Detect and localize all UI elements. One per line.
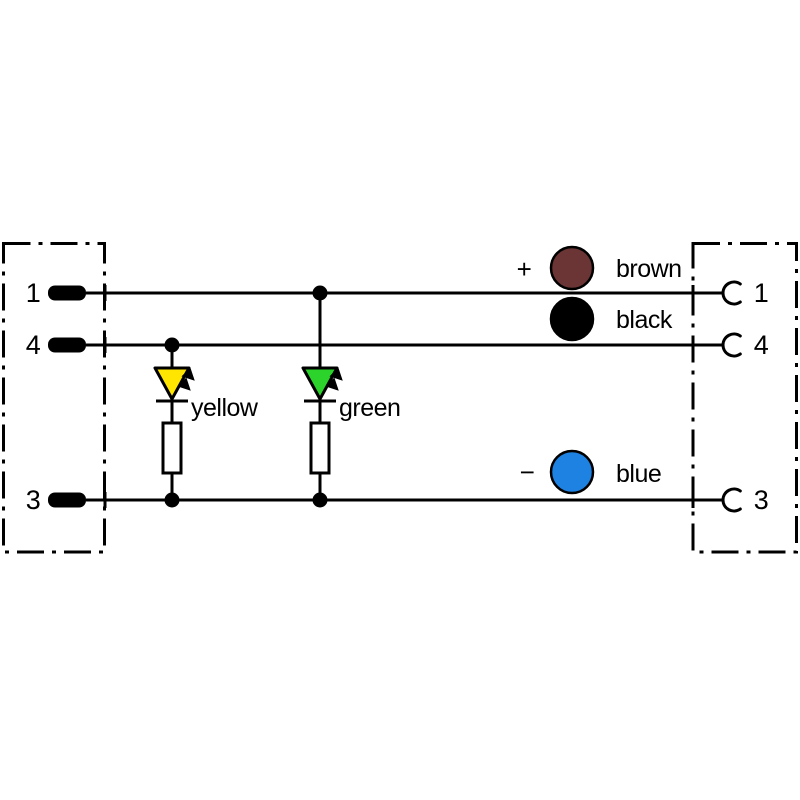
legend-blue-label: blue: [616, 460, 661, 488]
led-branch-yellow: yellow: [153, 337, 259, 508]
left-pin-3-label: 3: [26, 485, 41, 515]
led-emission-arrow: [325, 377, 339, 391]
legend-black-label: black: [616, 306, 673, 334]
legend-blue-dot: [549, 449, 595, 495]
right-pin-4-label: 4: [754, 330, 769, 360]
junction-dot: [164, 492, 180, 508]
legend-brown-label: brown: [616, 255, 682, 283]
left-pin-4-contact: [48, 337, 86, 353]
left-connector-outline: [2, 242, 106, 554]
led-yellow-label: yellow: [191, 394, 259, 422]
wires: [86, 285, 723, 508]
right-connector-outline: [691, 242, 798, 554]
junction-dot: [312, 492, 328, 508]
right-connector: 1 4 3: [691, 242, 798, 554]
led-green-label: green: [339, 394, 400, 422]
junction-dot: [164, 337, 180, 353]
resistor-yellow-branch: [161, 421, 183, 475]
led-branch-green: green: [301, 285, 401, 508]
left-pin-4-label: 4: [26, 330, 41, 360]
right-socket-arc-3: [721, 487, 742, 513]
polarity-plus-label: +: [517, 254, 532, 284]
left-pin-1-label: 1: [26, 278, 41, 308]
left-pin-1-contact: [48, 285, 86, 301]
legend-brown-dot: [549, 245, 595, 291]
left-connector: 1 4 3: [2, 242, 106, 554]
led-emission-arrow: [329, 367, 343, 381]
wire-color-legend: + brown black − blue: [517, 245, 682, 495]
led-emission-arrow: [177, 377, 191, 391]
right-pin-3-label: 3: [754, 485, 769, 515]
resistor-green-branch: [309, 421, 331, 475]
left-pin-3-contact: [48, 492, 86, 508]
junction-dot: [312, 285, 328, 301]
right-socket-arc-1: [721, 280, 742, 306]
right-socket-arc-4: [721, 332, 742, 358]
right-pin-1-label: 1: [754, 278, 769, 308]
led-emission-arrow: [181, 367, 195, 381]
legend-black-dot: [549, 296, 595, 342]
polarity-minus-label: −: [520, 457, 535, 487]
